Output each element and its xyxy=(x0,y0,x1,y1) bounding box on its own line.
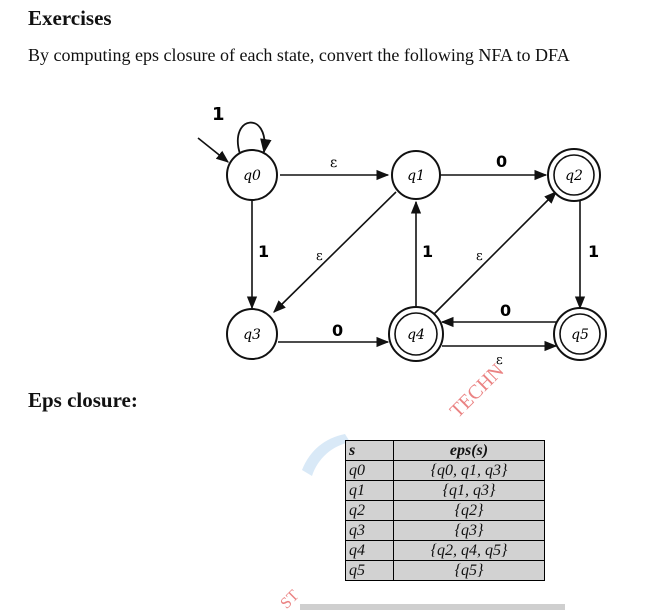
state-label-q2: q2 xyxy=(565,168,583,184)
cell-closure: {q1, q3} xyxy=(393,480,545,501)
edge-label-q3-q4: 0 xyxy=(332,321,343,340)
table-shadow xyxy=(300,604,565,610)
table-header-row: s eps(s) xyxy=(345,440,545,461)
state-q3: q3 xyxy=(226,308,278,360)
cell-state: q5 xyxy=(345,560,394,581)
eps-closure-table: s eps(s) q0 {q0, q1, q3} q1 {q1, q3} q2 … xyxy=(345,440,545,581)
instruction-text: By computing eps closure of each state, … xyxy=(28,45,570,65)
header-eps: eps(s) xyxy=(393,440,545,461)
edge-label-q2-q5: 1 xyxy=(588,242,599,261)
cell-state: q3 xyxy=(345,520,394,541)
cell-closure: {q3} xyxy=(393,520,545,541)
table-row: q1 {q1, q3} xyxy=(345,480,545,501)
cell-closure: {q5} xyxy=(393,560,545,581)
eps-closure-heading: Eps closure: xyxy=(28,388,138,412)
nfa-diagram: 1 ε 0 1 ε 1 ε 1 0 0 ε q0 q1 q2 q3 xyxy=(197,104,607,368)
edge-q4-q2 xyxy=(431,191,557,317)
table-row: q4 {q2, q4, q5} xyxy=(345,540,545,561)
state-q4: q4 xyxy=(388,306,444,362)
edge-q0-q0 xyxy=(237,121,272,155)
state-q5: q5 xyxy=(553,307,607,361)
cell-closure: {q0, q1, q3} xyxy=(393,460,545,481)
start-arrow xyxy=(197,137,229,163)
edge-label-q5-q4: 0 xyxy=(500,301,511,320)
edge-label-q1-q3: ε xyxy=(316,249,323,264)
state-q1: q1 xyxy=(391,150,441,200)
table-row: q2 {q2} xyxy=(345,500,545,521)
table-row: q3 {q3} xyxy=(345,520,545,541)
table-row: q0 {q0, q1, q3} xyxy=(345,460,545,481)
state-q2: q2 xyxy=(547,148,601,202)
edge-label-q0-q0: 1 xyxy=(212,104,225,125)
cell-closure: {q2} xyxy=(393,500,545,521)
state-label-q3: q3 xyxy=(243,327,261,343)
edge-label-q4-q2: ε xyxy=(476,249,483,264)
edge-q1-q3 xyxy=(273,191,397,313)
state-label-q5: q5 xyxy=(571,327,589,343)
state-q0: q0 xyxy=(226,149,278,201)
edge-label-q0-q1: ε xyxy=(330,155,337,171)
exercises-heading: Exercises xyxy=(28,6,112,30)
table-row: q5 {q5} xyxy=(345,560,545,581)
edge-label-q0-q3: 1 xyxy=(258,242,269,261)
state-label-q0: q0 xyxy=(243,168,261,184)
edge-label-q1-q2: 0 xyxy=(496,152,507,171)
edge-label-q4-q1: 1 xyxy=(422,242,433,261)
cell-state: q4 xyxy=(345,540,394,561)
state-label-q1: q1 xyxy=(407,168,425,184)
cell-state: q0 xyxy=(345,460,394,481)
cell-state: q1 xyxy=(345,480,394,501)
cell-closure: {q2, q4, q5} xyxy=(393,540,545,561)
header-s: s xyxy=(345,440,394,461)
watermark-swoosh xyxy=(302,434,350,476)
edge-label-q4-q5: ε xyxy=(496,353,503,368)
cell-state: q2 xyxy=(345,500,394,521)
state-label-q4: q4 xyxy=(407,327,425,343)
